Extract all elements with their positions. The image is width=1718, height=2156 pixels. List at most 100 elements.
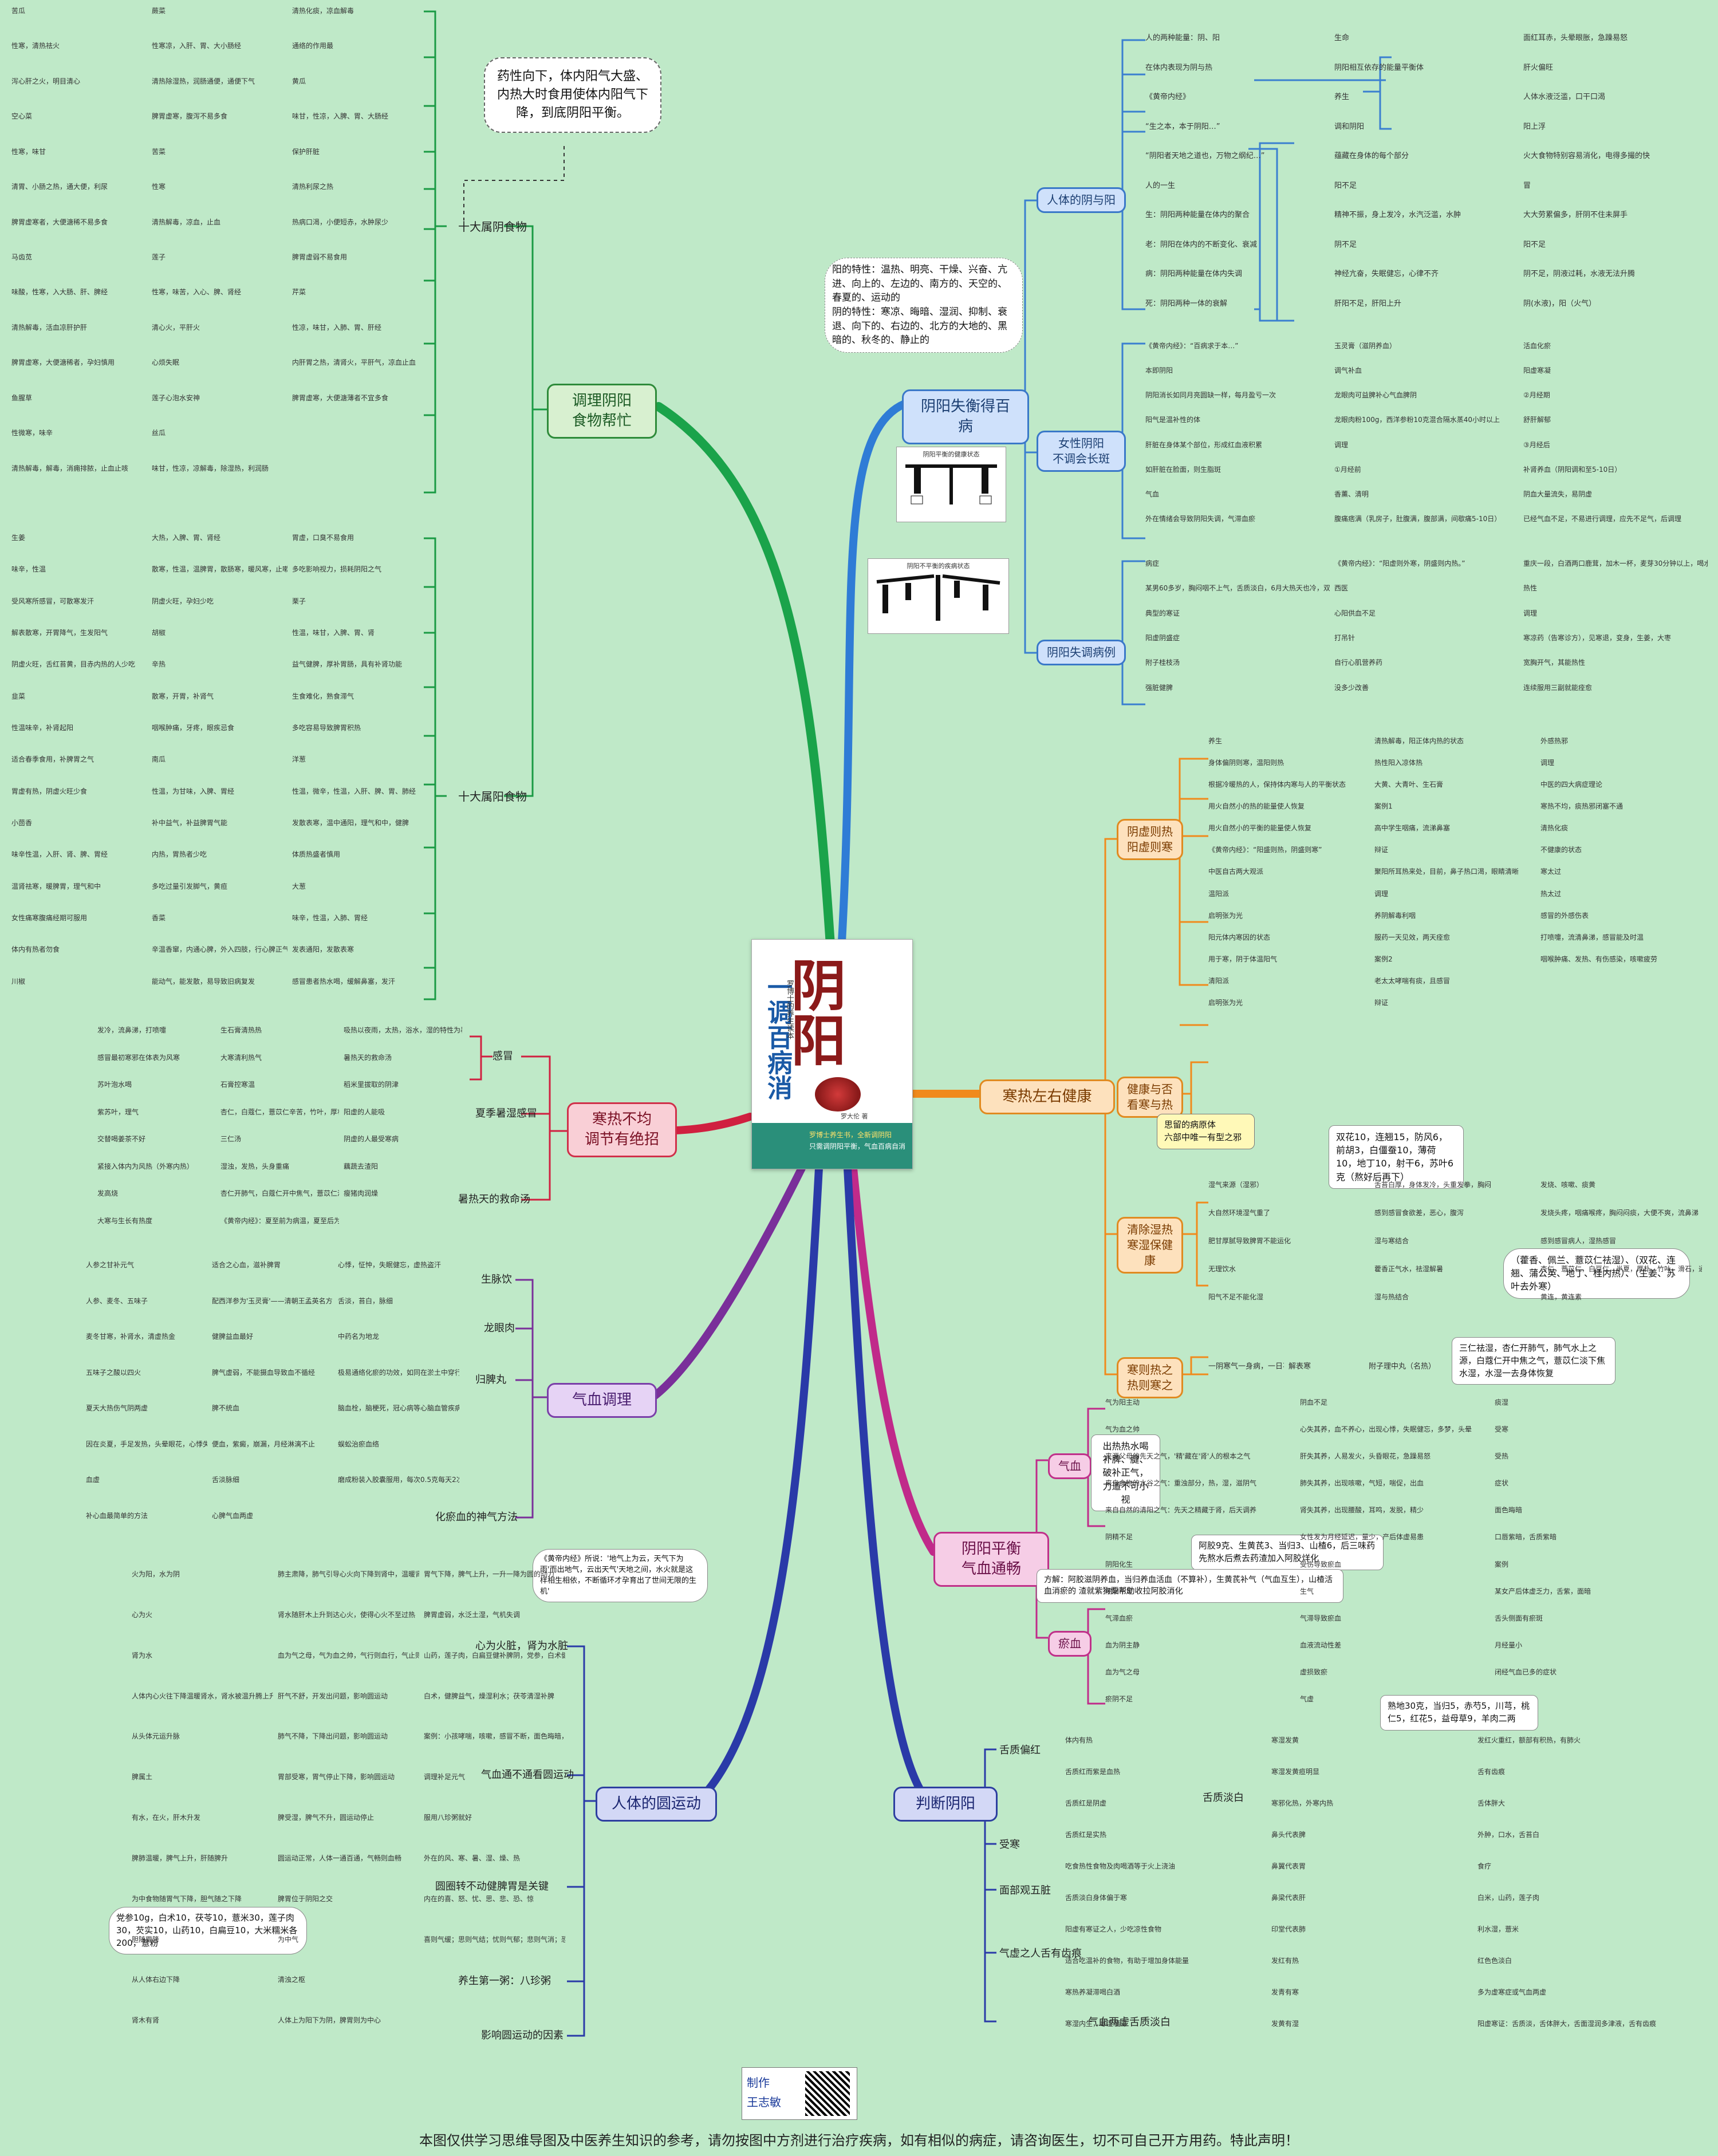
cover-band-line1: 罗博士养生书，全新调阴阳 (809, 1131, 892, 1139)
leaf-text: 根据冷暖热的人，保持体内寒与人的平衡状态 (1208, 781, 1346, 789)
leaf-text: 为中气 (278, 1935, 299, 1944)
note-herbs-3: 三仁祛湿，杏仁开肺气，肺气水上之源，白蔻仁开中焦之气，薏苡仁淡下焦水湿，水湿一去… (1452, 1337, 1615, 1385)
leaf-text: 鼻头代表脾 (1271, 1831, 1306, 1839)
leaf-text: 肝失其养，人易发火，头昏眼花，急躁易怒 (1300, 1452, 1431, 1461)
leaf-text: 感冒的外感伤表 (1540, 911, 1589, 920)
leaf-text: 杏仁，白蔻仁，薏苡仁辛苦，竹叶，厚朴，通草 (220, 1107, 339, 1116)
leaf-text: 舌有齿痕 (1477, 1768, 1506, 1776)
sub-yin-food: 十大属阴食物 (458, 220, 527, 234)
leaf-text: 极易通络化瘀的功效，如同在淤土中穿行 (338, 1368, 459, 1377)
branch-pinghe[interactable]: 阴阳平衡 气血通畅 (933, 1532, 1049, 1587)
leaf-text: 栗子 (292, 597, 306, 605)
leaf-text: 山药，莲子肉，白扁豆健补脾阴，党参，白术健补脾阳，茯苓，薏米祛湿，芡实收涩 (424, 1651, 565, 1660)
leaf-text: 清心火，平肝火 (152, 323, 200, 332)
leaf-text: 瘀阴不足 (1105, 1694, 1133, 1703)
leaf-text: 适合之心血，滋补脾胃 (212, 1261, 281, 1269)
leaf-text: 聚阳所耳热来处，目前，鼻子热口渴，眼睛清晰 (1374, 868, 1519, 876)
leaf-text: 肾为水 (132, 1651, 153, 1660)
branch-balance-label: 阴阳失衡得百病 (920, 398, 1010, 436)
note-neijing: 《黄帝内经》所说：'地气上为云，天气下为雨'而出地气，云出天气'天地之间，水火就… (533, 1549, 708, 1603)
leaf-text: 肝火偏旺 (1523, 63, 1554, 72)
leaf-text: 阴不足，阴液过耗，水液无法升腾 (1523, 270, 1636, 278)
branch-balance[interactable]: 阴阳失衡得百病 (902, 389, 1029, 445)
sub-hanze[interactable]: 寒则热之 热则寒之 (1117, 1357, 1183, 1398)
leaf-text: 不健康的状态 (1540, 846, 1582, 854)
sub-clear-damp[interactable]: 清除湿热 寒湿保健康 (1117, 1217, 1183, 1274)
sub-qi-label: 气血 (1058, 1459, 1081, 1473)
leaf-text: 丝瓜 (152, 429, 166, 437)
leaf-text: 调理补足元气 (424, 1773, 466, 1781)
leaf-text: 气为血之帅 (1105, 1425, 1140, 1434)
footer-disclaimer: 本图仅供学习思维导图及中医养生知识的参考，请勿按图中方剂进行治疗疾病，如有相似的… (419, 2133, 1299, 2149)
leaf-text: 肾失其养，出现腰酸，耳鸣，发脱，精少 (1300, 1506, 1424, 1515)
note-herbs-1-text: 双花10，连翘15，防风6，前胡3，白僵蚕10，薄荷10，地丁10，射干6，苏叶… (1336, 1132, 1454, 1183)
cover-title: 阴阳 (782, 957, 846, 1067)
leaf-text: 瘦猪肉润燥 (344, 1189, 379, 1197)
sub-yuxue[interactable]: 瘀血 (1048, 1631, 1092, 1657)
sub-health-warm[interactable]: 健康与否 看寒与热 (1117, 1077, 1183, 1118)
branch-circulation[interactable]: 人体的圆运动 (596, 1787, 717, 1822)
note-qixue-text: 出热热水喝补脾、腱、破补正气，力道不可小视 (1102, 1441, 1149, 1505)
leaf-text: 适合春季食用，补脾胃之气 (11, 755, 94, 764)
sub-shushi: 暑热天的救命汤 (458, 1193, 530, 1205)
branch-coldheat[interactable]: 寒热左右健康 (979, 1079, 1115, 1115)
sub-yuanquan: 圆圈转不动健脾胃是关键 (435, 1881, 549, 1893)
leaf-text: 味辛性温，入肝、肾、脾、胃经 (11, 850, 108, 859)
leaf-text: 脾胃虚弱不易食用 (292, 253, 348, 261)
leaf-text: 没多少改善 (1334, 683, 1369, 692)
leaf-text: 阳虚有寒证之人，少吃凉性食物 (1065, 1925, 1162, 1933)
leaf-text: 湿与热结合 (1374, 1293, 1409, 1301)
leaf-text: 来自食物的水谷之气：重浊部分，热，湿，滋阴气 (1105, 1479, 1257, 1488)
peony-image (815, 1077, 861, 1111)
leaf-text: 养生 (1208, 737, 1223, 745)
sub-human-yinyang[interactable]: 人体的阴与阳 (1037, 187, 1126, 213)
branch-seasons[interactable]: 寒热不均 调节有绝招 (567, 1102, 677, 1158)
leaf-text: 清胃、小肠之热，通大便，利尿 (11, 183, 108, 191)
leaf-text: 白米，山药，莲子肉 (1477, 1894, 1540, 1902)
leaf-text: 生食难化，熟食滞气 (292, 692, 354, 700)
sub-yangxu[interactable]: 阴虚则热 阳虚则寒 (1117, 819, 1183, 860)
leaf-text: 舌体胖大 (1477, 1799, 1506, 1807)
leaf-text: 感到感冒病人，湿热感冒 (1540, 1237, 1617, 1245)
leaf-text: 磨成粉装入胶囊服用，每次0.5克每天2次 (338, 1476, 459, 1484)
leaf-text: 肾水随肝木上升到达心火，使得心火不至过热 (278, 1610, 416, 1619)
sub-tongue-red: 舌质偏红 (999, 1744, 1041, 1756)
leaf-text: 用火自然小的热的能量使人恢复 (1208, 802, 1305, 811)
leaf-text: 女性发为月经延迟，量少，产后体虚易患 (1300, 1533, 1424, 1542)
leaf-text: 川椒 (11, 977, 26, 986)
leaf-text: 味辛，性温 (11, 565, 46, 574)
leaf-text: 发红火重红，额部有积热，有肺火 (1477, 1736, 1581, 1744)
leaf-text: 舌质红是阴虚 (1065, 1799, 1107, 1807)
leaf-text: 阴虚火旺，孕妇少吃 (152, 597, 214, 605)
leaf-text: 肺主肃降，肺气引导心火向下降到肾中，温暖肾水 (278, 1570, 419, 1578)
leaf-text: 养生 (1334, 93, 1350, 101)
branch-qixue[interactable]: 气血调理 (547, 1383, 657, 1418)
leaf-text: 内在的喜、怒、忧、思、悲、恐、惊 (424, 1894, 534, 1903)
leaf-text: 多吃影响视力，损耗阴阳之气 (292, 565, 382, 574)
branch-diet[interactable]: 调理阴阳 食物帮忙 (547, 384, 657, 439)
leaf-text: 中医自古两大观派 (1208, 868, 1264, 876)
leaf-text: 血虚 (86, 1476, 100, 1484)
leaf-text: 《黄帝内经》：“阳盛则热，阴盛则寒” (1208, 846, 1322, 854)
note-herbs-2-text: （藿香、佩兰、薏苡仁祛湿）、（双花、连翘、蒲公英、地丁、桂内热）、（生姜、苏叶去… (1511, 1255, 1676, 1292)
leaf-text: “生之本，本于阴阳…” (1145, 122, 1220, 131)
leaf-text: 适合吃温补的食物，有助于增加身体能量 (1065, 1957, 1189, 1965)
leaf-text: 闭经气血已多的症状 (1495, 1668, 1557, 1676)
leaf-text: 打吊针 (1334, 634, 1356, 642)
leaf-text: 吃食热性食物及肉喝酒等于火上浇油 (1065, 1862, 1176, 1870)
leaf-text: 生姜 (11, 534, 26, 542)
leaf-text: 舌苔白厚，身体发冷，头重发拳，胸闷 (1374, 1181, 1492, 1189)
leaf-text: 湿浊，发热，头身重痛 (220, 1162, 290, 1170)
sub-cases[interactable]: 阴阳失调病例 (1037, 640, 1126, 665)
sub-female[interactable]: 女性阴阳 不调会长斑 (1037, 431, 1126, 472)
leaf-text: 阳虚的人能吸 (344, 1107, 385, 1116)
sub-qi[interactable]: 气血 (1048, 1453, 1092, 1479)
leaf-text: 清热除湿热，润肠通便，通便下气 (152, 77, 255, 85)
note-recipe: 方解：阿胶滋阴养血，当归养血活血（不算补），生黄芪补气（气血互生），山楂活血消瘀… (1037, 1569, 1343, 1603)
leaf-text: 虚损致瘀 (1300, 1668, 1328, 1676)
leaf-text: 大黄、大青叶、生石膏 (1374, 781, 1444, 789)
sub-yuxue-label: 瘀血 (1058, 1637, 1081, 1650)
note-yang-traits: 阳的特性：温热、明亮、干燥、兴奋、亢进、向上的、左边的、南方的、天空的、春夏的、… (825, 258, 1023, 353)
leaf-text: 胆随胃降 (132, 1935, 160, 1944)
branch-judge[interactable]: 判断阴阳 (893, 1787, 998, 1822)
